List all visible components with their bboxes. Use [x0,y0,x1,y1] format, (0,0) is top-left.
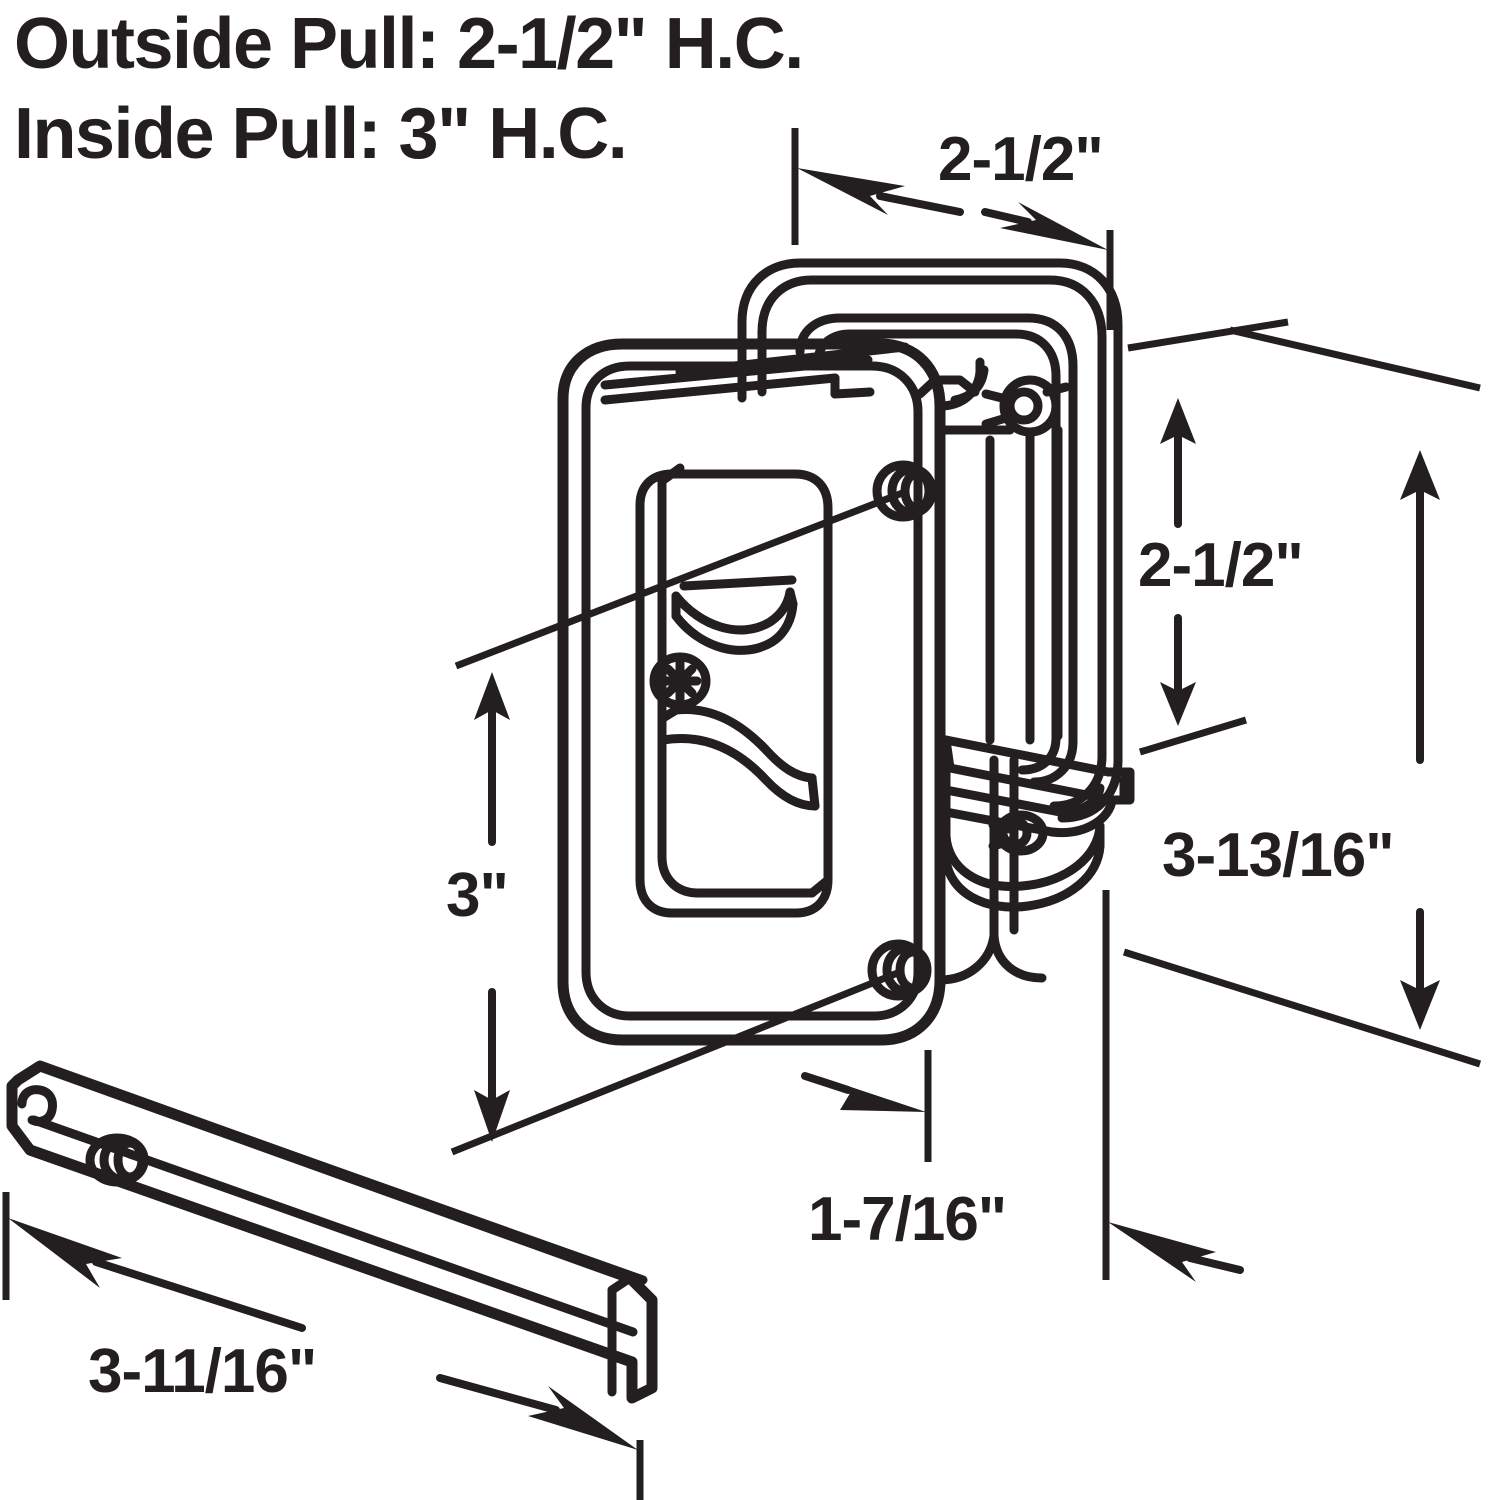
arrowhead-bar-right [528,1386,638,1450]
arrowhead-down-ru [1160,682,1196,726]
dimension-label-left-height: 3" [446,861,508,930]
ext-line-rl-top [1229,326,1481,392]
phillips-screw [649,652,711,710]
rear-pivot-boss [981,375,1071,437]
arrowhead-right-top [1000,202,1108,250]
mounting-hole-lower [867,939,932,1001]
ext-line-lh-bottom [450,968,902,1156]
arrowhead-up-lh [474,672,510,720]
ext-line-rl-bottom [1122,948,1482,1068]
tie-bar [6,1060,658,1404]
dimension-left-height [450,488,907,1156]
arrowhead-left-top [797,168,905,215]
leader-top-left [876,192,964,216]
leader-bar-left [92,1258,306,1332]
title-line-outside-pull: Outside Pull: 2-1/2" H.C. [14,4,803,84]
arrowhead-up-rl [1400,450,1440,500]
ext-line-ru-bottom [1138,716,1248,756]
dimension-bar-length [2,1192,644,1500]
title-line-inside-pull: Inside Pull: 3" H.C. [14,94,626,174]
dimension-label-bottom-right: 1-7/16" [808,1185,1006,1254]
dimension-right-lower [1122,326,1482,1068]
dimension-label-top-width: 2-1/2" [938,125,1103,194]
arrowhead-br-right [1108,1222,1216,1282]
leader-bar-right [436,1374,560,1414]
dimension-label-right-upper: 2-1/2" [1138,531,1303,600]
mounting-hole-upper [872,460,937,522]
dimension-label-right-lower: 3-13/16" [1162,821,1394,890]
thumb-latch-lever [658,575,820,811]
dimension-label-bar-length: 3-11/16" [88,1337,316,1406]
arrowhead-down-rl [1400,980,1440,1030]
leader-br-left [801,1072,852,1094]
arrowhead-bar-left [8,1218,122,1288]
ext-line-ru-top [1127,318,1289,352]
assembly-edge-lines [985,425,1063,745]
front-plate-top-lip [600,342,910,405]
arrowhead-up-ru [1160,398,1196,444]
dimension-bottom-right [801,890,1244,1282]
leader-top-right [981,208,1032,226]
arrowhead-down-lh [474,1090,510,1142]
latch-strike-assembly [941,735,1135,912]
ext-line-lh-top [454,488,907,670]
leader-br-right [1186,1254,1244,1274]
dimension-right-upper [1127,318,1289,756]
dimension-top-width [791,128,1114,330]
